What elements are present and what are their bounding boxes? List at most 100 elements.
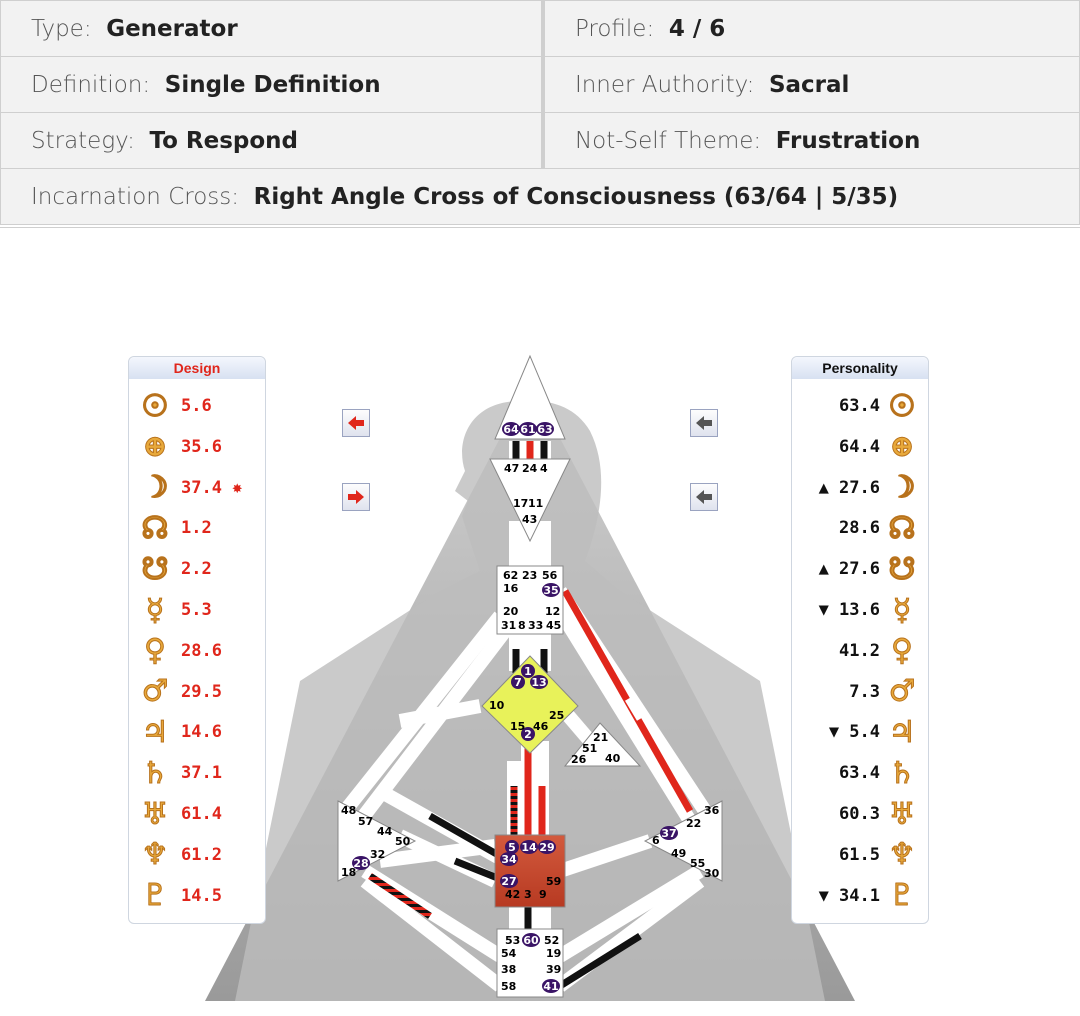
svg-text:4: 4 <box>540 462 548 475</box>
neptune-icon: ♆ <box>141 837 169 873</box>
chart-info-table: Type: Generator Profile: 4 / 6 Definitio… <box>0 0 1080 225</box>
personality-row: 61.5♆ <box>839 836 918 874</box>
left-arrow-icon <box>348 416 364 430</box>
design-value: 5.6 <box>181 396 212 416</box>
svg-text:64: 64 <box>503 423 519 436</box>
svg-text:60: 60 <box>523 934 539 947</box>
mars-icon: ♂ <box>888 674 916 710</box>
design-row: ♅61.4 <box>139 795 222 833</box>
svg-text:24: 24 <box>522 462 538 475</box>
svg-text:38: 38 <box>501 963 516 976</box>
type-cell: Type: Generator <box>0 0 545 57</box>
svg-text:8: 8 <box>518 619 526 632</box>
design-value: 1.2 <box>181 518 212 539</box>
g-center <box>481 655 579 754</box>
design-row: ☊1.2 <box>139 509 212 547</box>
svg-text:18: 18 <box>341 866 356 879</box>
design-value: 61.2 <box>181 844 222 865</box>
moon-icon: ☽ <box>888 470 916 506</box>
svg-text:62: 62 <box>503 569 518 582</box>
left-arrow-icon <box>696 490 712 504</box>
channel-28-38 <box>368 873 432 919</box>
authority-value: Sacral <box>768 71 850 98</box>
svg-text:43: 43 <box>522 513 537 526</box>
design-value: 14.5 <box>181 885 222 906</box>
design-row: ♃14.6 <box>139 713 222 751</box>
design-value: 35.6 <box>181 436 222 457</box>
profile-value: 4 / 6 <box>668 15 726 42</box>
sun-icon: ☉ <box>888 388 916 424</box>
personality-panel-title: Personality <box>792 357 928 379</box>
design-panel: Design ☉5.6⊕35.6☽37.4 ✸☊1.2☋2.2☿5.3♀28.6… <box>128 356 266 924</box>
personality-value: 28.6 <box>839 518 880 539</box>
personality-next-button[interactable] <box>690 483 718 511</box>
svg-text:2: 2 <box>524 728 532 741</box>
ajna-center <box>489 458 571 543</box>
design-row: ♆ 61.2 <box>139 836 222 874</box>
svg-text:47: 47 <box>504 462 519 475</box>
svg-text:17: 17 <box>513 497 528 510</box>
throat-center <box>496 565 564 635</box>
svg-text:46: 46 <box>533 720 549 733</box>
svg-text:40: 40 <box>605 752 621 765</box>
svg-text:3: 3 <box>524 888 532 901</box>
type-value: Generator <box>106 15 238 42</box>
personality-row: 63.4 ☉ <box>839 387 918 425</box>
svg-text:30: 30 <box>704 867 720 880</box>
design-prev-button[interactable] <box>342 409 370 437</box>
personality-value: ▼ 5.4 <box>828 722 880 743</box>
svg-text:57: 57 <box>358 815 373 828</box>
svg-text:12: 12 <box>545 605 560 618</box>
uranus-icon: ♅ <box>888 796 916 832</box>
personality-value: ▲ 27.6 <box>818 477 880 498</box>
design-row: ♄37.1 <box>139 754 222 792</box>
saturn-icon: ♄ <box>888 755 916 791</box>
svg-text:54: 54 <box>501 947 517 960</box>
personality-row: 7.3♂ <box>849 673 918 711</box>
svg-text:51: 51 <box>582 742 597 755</box>
personality-row: 64.4⊕ <box>839 428 918 466</box>
personality-panel: Personality 63.4 ☉ 64.4⊕ ▲ 27.6 ☽ 28.6 ☊▲ 27.6… <box>791 356 929 924</box>
svg-text:35: 35 <box>543 584 558 597</box>
svg-text:1: 1 <box>524 665 532 678</box>
mercury-icon: ☿ <box>892 592 912 628</box>
svg-text:53: 53 <box>505 934 520 947</box>
ego-center <box>563 722 642 767</box>
design-panel-title: Design <box>129 357 265 379</box>
personality-row: ▲ 27.6 ☽ <box>819 469 918 507</box>
active-gates <box>352 422 678 993</box>
personality-value: 63.4 <box>839 396 880 416</box>
cross-value: Right Angle Cross of Consciousness (63/6… <box>253 183 899 210</box>
design-value: 14.6 <box>181 722 222 743</box>
svg-text:33: 33 <box>528 619 543 632</box>
svg-text:28: 28 <box>353 857 368 870</box>
svg-text:19: 19 <box>546 947 561 960</box>
personality-prev-button[interactable] <box>690 409 718 437</box>
svg-text:22: 22 <box>686 817 701 830</box>
design-value: 29.5 <box>181 681 222 702</box>
active-channels <box>368 441 694 989</box>
personality-row: 41.2 ♀ <box>839 632 918 670</box>
definition-cell: Definition: Single Definition <box>0 56 545 113</box>
svg-text:31: 31 <box>501 619 516 632</box>
design-row: ♀28.6 <box>139 632 222 670</box>
authority-cell: Inner Authority: Sacral <box>542 56 1080 113</box>
venus-icon: ♀ <box>891 633 914 669</box>
design-row: ☽37.4 ✸ <box>139 469 242 507</box>
design-value: 5.3 <box>181 600 212 620</box>
design-value: 37.1 <box>181 763 222 784</box>
svg-text:36: 36 <box>704 804 720 817</box>
gate-labels: 64 61 63 47 24 4 17 11 43 62 23 56 16 35… <box>341 423 720 993</box>
design-value: 28.6 <box>181 640 222 661</box>
personality-value: 41.2 <box>839 640 880 661</box>
svg-text:11: 11 <box>528 497 543 510</box>
svg-text:6: 6 <box>652 834 660 847</box>
north-node-icon: ☊ <box>888 510 916 546</box>
mars-icon: ♂ <box>141 674 169 710</box>
svg-text:41: 41 <box>543 980 558 993</box>
personality-value: 60.3 <box>839 804 880 824</box>
svg-text:23: 23 <box>522 569 537 582</box>
jupiter-icon: ♃ <box>888 714 916 750</box>
svg-text:7: 7 <box>514 676 522 689</box>
design-next-button[interactable] <box>342 483 370 511</box>
